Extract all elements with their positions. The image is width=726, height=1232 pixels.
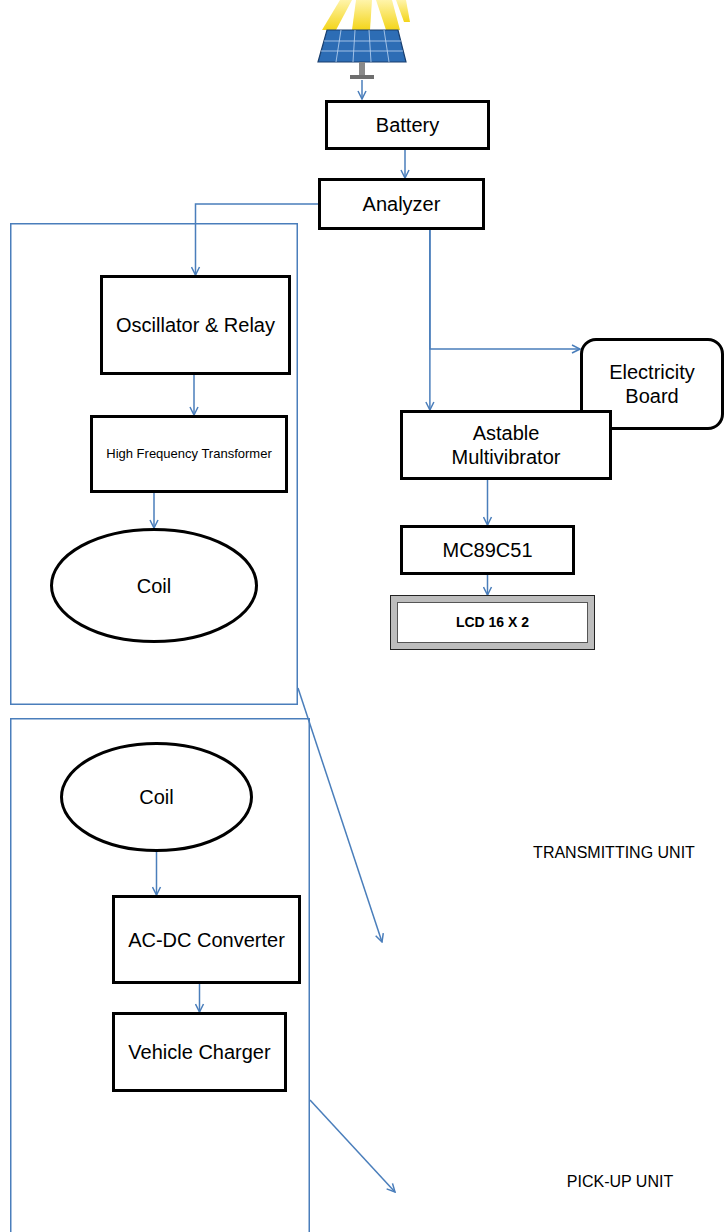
- solar-panel: [318, 0, 410, 79]
- flow-arrow: [429, 230, 431, 410]
- process-box: Analyzer: [318, 178, 485, 230]
- process-box: MC89C51: [400, 525, 575, 575]
- panel-base: [350, 75, 374, 79]
- panel-face: [318, 30, 406, 62]
- coil-ellipse: Coil: [60, 742, 253, 852]
- node-label: MC89C51: [442, 538, 532, 562]
- sun-ray: [322, 0, 352, 30]
- coil-ellipse: Coil: [50, 528, 258, 643]
- flow-arrow: [199, 984, 201, 1012]
- process-box: Vehicle Charger: [112, 1012, 287, 1092]
- flow-arrow: [196, 204, 319, 275]
- panel-grid: [321, 30, 403, 62]
- process-box: AC-DC Converter: [112, 895, 301, 984]
- flow-arrow: [487, 480, 489, 525]
- flow-arrow: [193, 375, 195, 415]
- node-label: Coil: [139, 785, 173, 809]
- flow-arrow: [430, 230, 580, 349]
- process-box: Battery: [325, 100, 490, 150]
- flow-arrow: [156, 852, 158, 895]
- node-label: AC-DC Converter: [128, 928, 285, 952]
- node-label: Electricity Board: [595, 360, 709, 408]
- process-box: Astable Multivibrator: [400, 410, 612, 480]
- unit-outline: PICK-UP UNITCoilAC-DC ConverterVehicle C…: [10, 718, 310, 1232]
- sun-ray: [352, 0, 372, 30]
- leader-line: [310, 1100, 395, 1192]
- sun-ray: [396, 0, 410, 22]
- node-label: Analyzer: [363, 192, 441, 216]
- unit-label: PICK-UP UNIT: [567, 1172, 673, 1191]
- node-label: High Frequency Transformer: [106, 446, 271, 462]
- node-label: Oscillator & Relay: [116, 313, 275, 337]
- flow-arrow: [404, 150, 406, 178]
- coil-ellipse-shape: [52, 530, 257, 642]
- supply-arrow: [361, 80, 363, 99]
- node-label: Coil: [137, 574, 171, 598]
- leader-line: [298, 688, 382, 942]
- sun-ray: [376, 0, 400, 30]
- node-label: Vehicle Charger: [128, 1040, 270, 1064]
- node-label: Battery: [376, 113, 439, 137]
- unit-outline: TRANSMITTING UNITOscillator & RelayHigh …: [10, 223, 298, 705]
- coil-ellipse-shape: [62, 744, 252, 851]
- flow-arrow: [153, 493, 155, 528]
- lcd-box: LCD 16 X 2: [390, 595, 595, 650]
- flow-arrow: [487, 575, 489, 595]
- process-box: Oscillator & Relay: [100, 275, 291, 375]
- unit-label: TRANSMITTING UNIT: [533, 843, 695, 862]
- node-label: Astable Multivibrator: [421, 421, 591, 469]
- node-label: LCD 16 X 2: [456, 614, 529, 631]
- process-box: High Frequency Transformer: [90, 415, 288, 493]
- panel-stand: [359, 62, 365, 76]
